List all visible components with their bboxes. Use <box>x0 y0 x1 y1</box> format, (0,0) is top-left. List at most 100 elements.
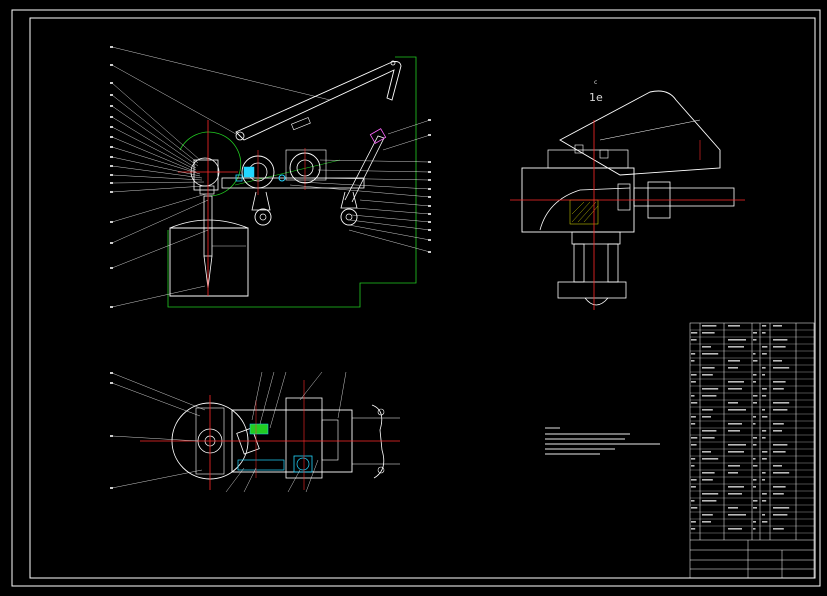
table-cell-mark <box>702 367 715 369</box>
table-cell-mark <box>753 465 758 467</box>
table-cell-mark <box>762 416 768 418</box>
table-cell-mark <box>691 521 696 523</box>
technical-notes <box>545 427 660 455</box>
table-cell-mark <box>762 367 766 369</box>
table-cell-mark <box>702 395 717 397</box>
table-cell-mark <box>773 507 790 509</box>
table-cell-mark <box>702 325 717 327</box>
table-cell-mark <box>762 479 765 481</box>
table-cell-mark <box>773 381 786 383</box>
table-cell-mark <box>702 479 713 481</box>
table-cell-mark <box>691 444 697 446</box>
top-view <box>110 371 400 493</box>
table-cell-mark <box>702 521 711 523</box>
table-cell-mark <box>728 507 738 509</box>
table-cell-mark <box>773 528 784 530</box>
table-cell-mark <box>753 381 756 383</box>
table-cell-mark <box>773 514 788 516</box>
table-cell-mark <box>728 367 738 369</box>
parts-list-cells <box>691 325 790 530</box>
table-cell-mark <box>702 451 711 453</box>
table-cell-mark <box>691 381 696 383</box>
table-cell-mark <box>762 346 768 348</box>
outer-border <box>11 9 821 587</box>
table-cell-mark <box>753 339 757 341</box>
table-cell-mark <box>691 479 697 481</box>
table-cell-mark <box>773 346 786 348</box>
table-cell-mark <box>691 374 697 376</box>
table-cell-mark <box>753 521 756 523</box>
table-cell-mark <box>773 367 790 369</box>
table-cell-mark <box>773 409 788 411</box>
table-cell-mark <box>728 423 742 425</box>
table-cell-mark <box>702 500 717 502</box>
table-cell-mark <box>753 528 756 530</box>
table-cell-mark <box>702 416 711 418</box>
table-cell-mark <box>691 395 695 397</box>
table-cell-mark <box>773 360 782 362</box>
table-cell-mark <box>773 402 790 404</box>
front-right-leaders <box>289 119 431 253</box>
section-mark-small: c <box>594 79 597 86</box>
table-cell-mark <box>728 388 742 390</box>
table-cell-mark <box>762 325 767 327</box>
front-wheel-left <box>251 191 272 226</box>
table-cell-mark <box>753 402 757 404</box>
table-cell-mark <box>728 472 738 474</box>
table-cell-mark <box>753 479 757 481</box>
table-cell-mark <box>691 402 698 404</box>
table-cell-mark <box>753 423 756 425</box>
table-cell-mark <box>691 416 696 418</box>
table-cell-mark <box>728 430 740 432</box>
table-cell-mark <box>702 458 719 460</box>
table-cell-mark <box>762 472 766 474</box>
table-cell-mark <box>702 353 719 355</box>
table-cell-mark <box>702 374 713 376</box>
table-cell-mark <box>728 402 738 404</box>
table-cell-mark <box>773 486 786 488</box>
table-cell-mark <box>773 493 784 495</box>
table-cell-mark <box>773 472 790 474</box>
table-cell-mark <box>753 395 758 397</box>
table-cell-mark <box>773 388 784 390</box>
table-cell-mark <box>762 353 767 355</box>
table-cell-mark <box>691 339 697 341</box>
main-frame <box>221 177 365 189</box>
table-cell-mark <box>702 346 711 348</box>
table-cell-mark <box>728 451 744 453</box>
section-mark: 1e <box>589 91 603 104</box>
table-cell-mark <box>728 514 746 516</box>
inner-border <box>29 17 816 579</box>
table-cell-mark <box>762 409 765 411</box>
table-cell-mark <box>753 416 756 418</box>
table-cell-mark <box>753 500 758 502</box>
green-guide-line <box>167 56 417 308</box>
table-cell-mark <box>762 437 766 439</box>
table-cell-mark <box>753 437 757 439</box>
table-cell-mark <box>691 353 696 355</box>
table-cell-mark <box>762 451 768 453</box>
table-cell-mark <box>728 325 740 327</box>
table-cell-mark <box>753 486 756 488</box>
table-cell-mark <box>762 395 767 397</box>
table-cell-mark <box>762 514 765 516</box>
table-cell-mark <box>762 458 767 460</box>
table-cell-mark <box>728 339 746 341</box>
table-cell-mark <box>762 493 767 495</box>
table-cell-mark <box>702 332 715 334</box>
lever-handle <box>235 61 402 141</box>
table-cell-mark <box>728 465 740 467</box>
table-cell-mark <box>728 346 744 348</box>
parts-list-table <box>689 322 815 579</box>
table-cell-mark <box>728 409 746 411</box>
side-chute <box>559 90 721 176</box>
table-cell-mark <box>702 388 719 390</box>
table-cell-mark <box>762 374 765 376</box>
table-cell-mark <box>702 493 719 495</box>
table-cell-mark <box>728 360 740 362</box>
blade-box <box>169 227 249 297</box>
table-cell-mark <box>753 444 757 446</box>
table-cell-mark <box>753 353 756 355</box>
table-cell-mark <box>773 465 782 467</box>
table-cell-mark <box>702 514 713 516</box>
